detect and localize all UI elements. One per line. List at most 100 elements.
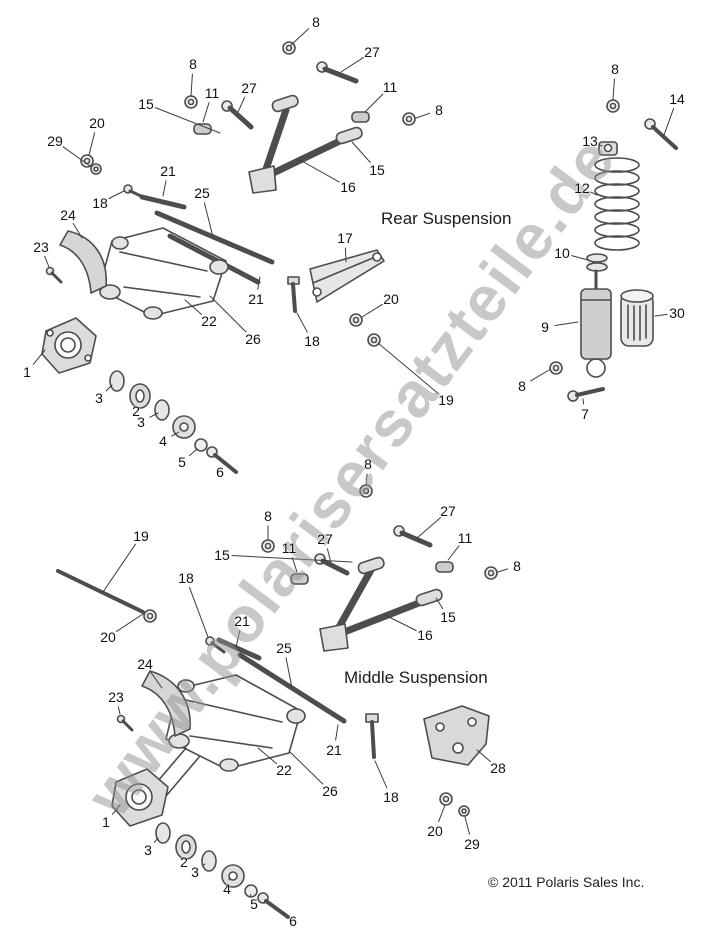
- callout-8-31: 8: [518, 378, 526, 394]
- callout-1-62: 1: [102, 814, 110, 830]
- leader-line-18-17: [108, 190, 125, 199]
- bolt-7: [567, 387, 605, 402]
- leader-line-1-30: [32, 349, 46, 365]
- callout-3-35: 3: [137, 414, 145, 430]
- callout-1-30: 1: [23, 364, 31, 380]
- rear-guard-24: [59, 230, 107, 294]
- shock-nut-8-top: [606, 99, 620, 113]
- mid-nut-8b: [484, 566, 498, 580]
- leader-line-23-22: [44, 255, 50, 268]
- leader-line-27-42: [416, 517, 441, 539]
- leader-line-5-69: [250, 894, 252, 897]
- rear-nut-8c: [402, 112, 416, 126]
- rear-rod-21a: [139, 194, 187, 210]
- callout-12-15: 12: [574, 180, 590, 196]
- callout-15-7: 15: [138, 96, 154, 112]
- callout-24-19: 24: [60, 207, 76, 223]
- leader-line-8-48: [497, 568, 508, 573]
- mid-upper-a-arm: [319, 556, 443, 652]
- callout-20-65: 20: [427, 823, 443, 839]
- callout-29-9: 29: [47, 133, 63, 149]
- callout-18-49: 18: [178, 570, 194, 586]
- rear-nut-8b: [184, 95, 198, 109]
- shock-nut-8-bottom: [549, 361, 563, 375]
- leader-line-10-21: [571, 255, 589, 261]
- leader-line-8-0: [290, 28, 310, 46]
- leader-line-21-16: [162, 180, 167, 197]
- leader-line-21-23: [257, 276, 261, 290]
- rear-bushing-11b: [351, 111, 370, 123]
- callout-11-45: 11: [457, 530, 473, 546]
- callout-25-18: 25: [194, 185, 210, 201]
- callout-27-1: 27: [364, 44, 380, 60]
- leader-line-23-56: [117, 706, 121, 715]
- callout-16-52: 16: [417, 627, 433, 643]
- leader-line-8-31: [530, 369, 550, 382]
- leader-line-15-53: [435, 597, 444, 609]
- leader-line-21-51: [235, 630, 241, 648]
- rear-nut-29: [90, 163, 102, 175]
- rear-bolt-27b: [221, 100, 254, 130]
- callout-21-16: 21: [160, 163, 176, 179]
- leader-line-18-27: [296, 312, 308, 333]
- callout-8-6: 8: [435, 102, 443, 118]
- leader-line-16-14: [299, 159, 340, 183]
- bracket-28: [423, 705, 490, 766]
- leader-line-5-38: [189, 448, 198, 456]
- leader-line-13-12: [598, 144, 603, 147]
- rear-brace-17: [309, 249, 385, 303]
- mid-rod-21a: [216, 637, 262, 661]
- mid-bolt-27a: [393, 525, 433, 548]
- callout-17-20: 17: [337, 230, 353, 246]
- leader-line-22-58: [257, 747, 277, 764]
- leader-line-11-44: [291, 557, 298, 573]
- shock-body-9: [580, 269, 612, 378]
- leader-line-20-24: [361, 303, 383, 318]
- callout-23-56: 23: [108, 689, 124, 705]
- leader-line-25-18: [203, 202, 214, 238]
- leader-line-8-10: [612, 78, 615, 101]
- rear-bolt-6: [206, 446, 238, 474]
- callout-2-64: 2: [180, 854, 188, 870]
- leader-lines: [32, 28, 675, 915]
- nut-8-mid-page: [359, 484, 373, 498]
- leader-line-3-63: [153, 837, 159, 843]
- leader-line-7-36: [582, 398, 585, 405]
- callout-15-13: 15: [369, 162, 385, 178]
- leader-line-8-6: [415, 112, 431, 119]
- mid-washer-20: [439, 792, 453, 806]
- rear-bolt-27a: [316, 61, 359, 84]
- callout-30-29: 30: [669, 305, 685, 321]
- spring-12: [594, 157, 640, 251]
- callout-4-68: 4: [223, 881, 231, 897]
- callout-28-61: 28: [490, 760, 506, 776]
- callout-26-26: 26: [245, 331, 261, 347]
- callout-24-55: 24: [137, 656, 153, 672]
- leader-line-27-1: [340, 56, 365, 73]
- leader-line-24-19: [72, 223, 83, 239]
- rear-washer-19: [367, 333, 381, 347]
- callout-27-43: 27: [317, 531, 333, 547]
- leader-line-20-50: [115, 613, 144, 632]
- callout-23-22: 23: [33, 239, 49, 255]
- rear-nut-8a: [282, 41, 296, 55]
- callout-25-54: 25: [276, 640, 292, 656]
- callout-2-33: 2: [132, 403, 140, 419]
- callout-18-17: 18: [92, 195, 108, 211]
- callout-27-4: 27: [241, 80, 257, 96]
- rear-rod-21b: [167, 233, 261, 285]
- callout-8-10: 8: [611, 61, 619, 77]
- callout-3-32: 3: [95, 390, 103, 406]
- leader-line-1-62: [111, 804, 121, 815]
- mid-bolt-18a: [205, 636, 226, 654]
- callout-18-60: 18: [383, 789, 399, 805]
- leader-line-20-65: [438, 804, 446, 823]
- copyright-text: © 2011 Polaris Sales Inc.: [488, 874, 645, 890]
- callout-8-40: 8: [364, 456, 372, 472]
- mid-rod-19: [56, 569, 157, 623]
- shock-assembly: [549, 99, 678, 402]
- bolt-14: [644, 118, 678, 150]
- leader-line-3-35: [149, 412, 159, 418]
- leader-line-30-29: [654, 313, 668, 317]
